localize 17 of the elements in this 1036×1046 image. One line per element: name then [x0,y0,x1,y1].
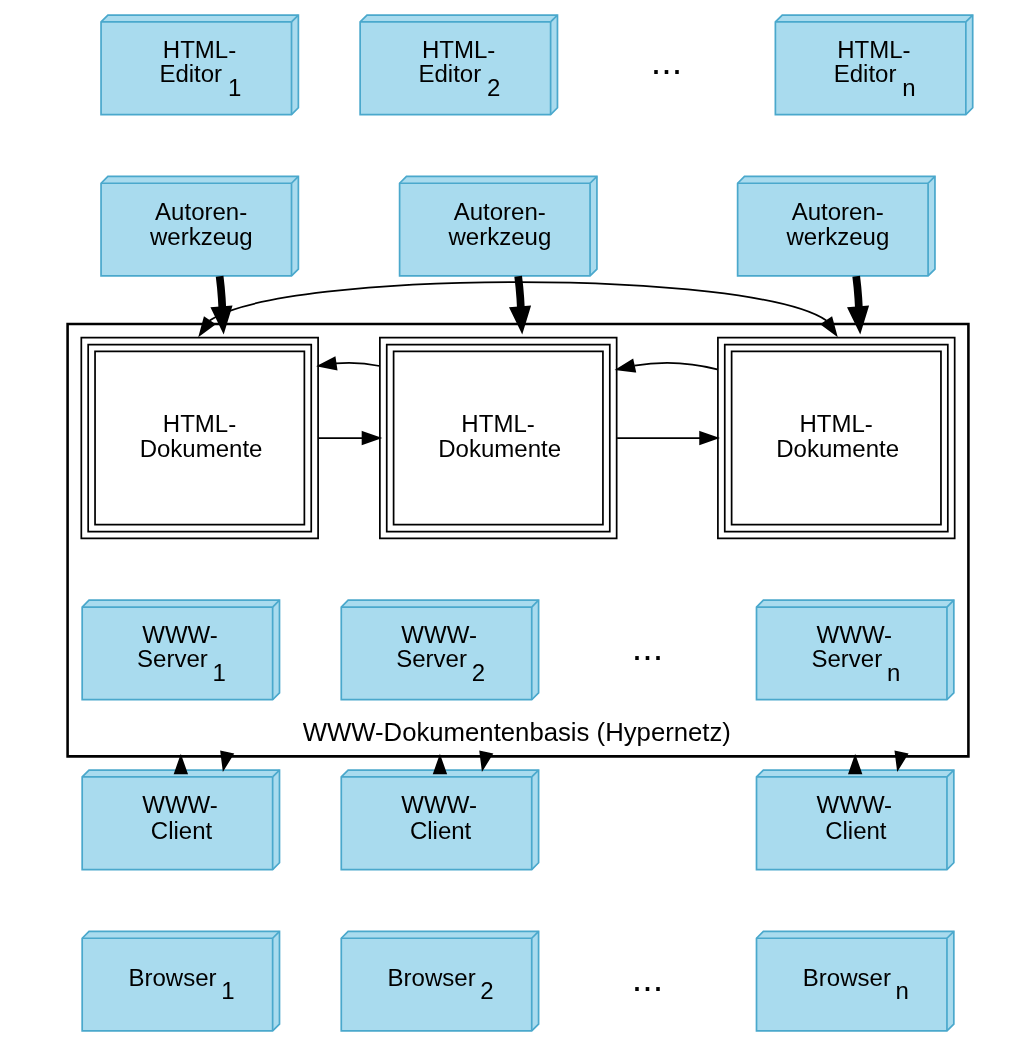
arrow [847,275,870,335]
node-box: HTML-Dokumente [717,336,956,540]
arrow [616,430,720,446]
arrow [614,358,719,373]
arrow [198,281,838,338]
label: ... [650,40,683,83]
arrow [509,275,532,335]
arrow [210,275,233,335]
arrow [432,753,448,775]
node-box: HTML-Dokumente [379,336,618,540]
arrow [317,430,383,446]
label: ... [631,625,664,668]
arrow [316,356,381,371]
arrow [173,753,189,775]
node-box: HTML-Dokumente [80,336,319,540]
arrow [847,753,863,775]
label: ... [631,956,664,999]
